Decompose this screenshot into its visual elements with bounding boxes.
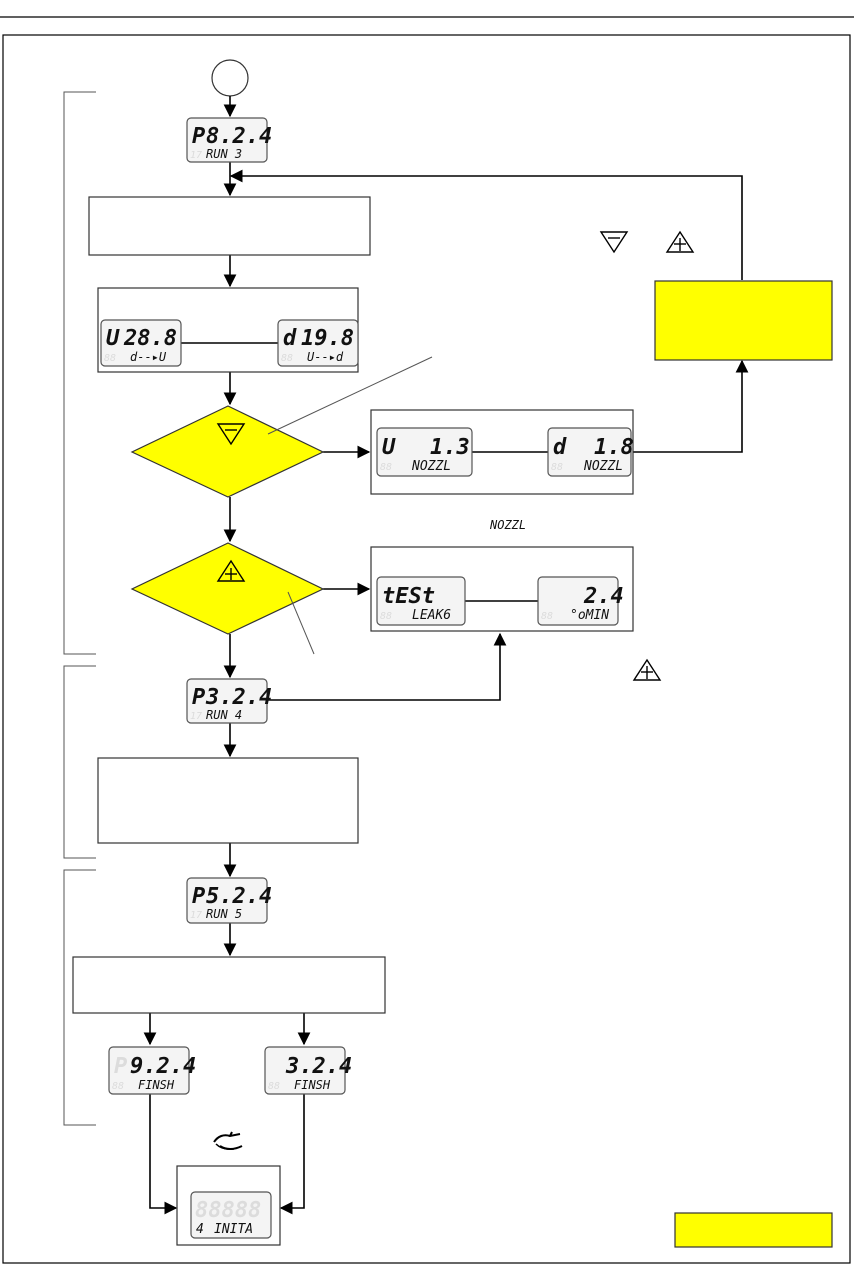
svg-text:3.2.4: 3.2.4 xyxy=(205,685,272,710)
lcd-run5: P 5.2.4 17 RUN 5 xyxy=(186,877,272,924)
lcd-finsh-2: 3.2.4 88 FINSH xyxy=(264,1046,352,1095)
process-box-1 xyxy=(88,196,371,256)
arrow-yellow-loop xyxy=(229,169,743,280)
arrow-nozzl-yellow xyxy=(633,359,749,453)
plus-triangle-key-icon xyxy=(632,658,662,681)
svg-text:28.8: 28.8 xyxy=(123,326,177,351)
svg-text:19.8: 19.8 xyxy=(301,326,354,351)
lcd-test: tESt 88 LEAK6 xyxy=(376,576,466,626)
yellow-action-box xyxy=(654,280,833,361)
down-triangle-key-icon xyxy=(216,423,246,446)
svg-text:88: 88 xyxy=(380,462,392,473)
arrow-finsh1-init xyxy=(149,1094,178,1215)
svg-text:FINSH: FINSH xyxy=(138,1078,175,1092)
svg-text:5.2.4: 5.2.4 xyxy=(206,884,272,909)
svg-text:d--▸U: d--▸U xyxy=(130,350,167,364)
svg-text:U: U xyxy=(382,435,396,460)
svg-text:88: 88 xyxy=(268,1081,280,1092)
svg-text:2.4: 2.4 xyxy=(583,584,624,609)
svg-text:P: P xyxy=(192,124,205,149)
svg-text:88888: 88888 xyxy=(195,1198,261,1223)
lcd-nozzl-u: U 1.3 88 NOZZL xyxy=(376,427,473,477)
start-connector xyxy=(211,59,249,97)
svg-text:°oMIN: °oMIN xyxy=(570,608,609,623)
down-triangle-key-icon xyxy=(599,231,629,254)
svg-text:88: 88 xyxy=(551,462,563,473)
svg-text:INITA: INITA xyxy=(214,1222,253,1237)
section-bracket-2 xyxy=(63,665,96,859)
svg-text:88: 88 xyxy=(112,1081,124,1092)
svg-text:8.2.4: 8.2.4 xyxy=(206,124,272,149)
svg-text:RUN 5: RUN 5 xyxy=(206,907,242,921)
svg-text:1.8: 1.8 xyxy=(594,435,634,460)
lcd-down: d 19.8 88 U--▸d xyxy=(277,319,359,367)
svg-text:NOZZL: NOZZL xyxy=(411,459,451,474)
svg-text:NOZZL: NOZZL xyxy=(583,459,623,474)
section-bracket-1 xyxy=(63,91,96,655)
plus-triangle-key-icon xyxy=(216,559,246,582)
svg-text:17: 17 xyxy=(190,910,202,921)
svg-text:tESt: tESt xyxy=(382,584,435,609)
svg-text:4: 4 xyxy=(196,1222,204,1237)
svg-text:P: P xyxy=(114,1054,127,1079)
section-bracket-3 xyxy=(63,869,96,1126)
lcd-nozzl-d: d 1.8 88 NOZZL xyxy=(547,427,634,477)
svg-text:LEAK6: LEAK6 xyxy=(412,608,451,623)
lcd-timer: 2.4 88 °oMIN xyxy=(537,576,624,626)
svg-text:U--▸d: U--▸d xyxy=(307,350,344,364)
arrow-run4-test xyxy=(266,632,507,701)
hand-press-icon xyxy=(213,1131,243,1150)
svg-text:d: d xyxy=(283,326,297,351)
nozzl-note: NOZZL xyxy=(489,518,526,532)
svg-text:RUN 4: RUN 4 xyxy=(206,708,242,722)
page-frame xyxy=(2,34,851,1264)
svg-text:RUN 3: RUN 3 xyxy=(206,147,242,161)
svg-text:1.3: 1.3 xyxy=(430,435,470,460)
svg-text:88: 88 xyxy=(104,353,116,364)
svg-text:d: d xyxy=(553,435,567,460)
lcd-run4: P 3.2.4 17 RUN 4 xyxy=(186,678,272,724)
svg-text:P: P xyxy=(192,685,205,710)
process-box-3 xyxy=(97,757,359,844)
callout-line-1 xyxy=(267,356,433,435)
lcd-up: U 28.8 88 d--▸U xyxy=(100,319,182,367)
svg-text:88: 88 xyxy=(380,611,392,622)
svg-text:17: 17 xyxy=(190,711,202,722)
callout-line-2 xyxy=(287,591,315,655)
decision-diamond-1 xyxy=(130,405,325,498)
svg-text:P: P xyxy=(192,884,205,909)
yellow-legend-box xyxy=(674,1212,833,1248)
svg-text:88: 88 xyxy=(281,353,293,364)
arrow-finsh2-init xyxy=(279,1094,305,1215)
svg-text:FINSH: FINSH xyxy=(294,1078,331,1092)
lcd-finsh-1: P 9.2.4 88 FINSH xyxy=(108,1046,196,1095)
svg-text:88: 88 xyxy=(541,611,553,622)
svg-text:17: 17 xyxy=(190,150,202,161)
decision-diamond-2 xyxy=(130,542,325,635)
plus-triangle-key-icon xyxy=(665,230,695,253)
lcd-run3: P 8.2.4 17 RUN 3 xyxy=(186,117,272,163)
svg-text:U: U xyxy=(106,326,120,351)
process-box-4 xyxy=(72,956,386,1014)
lcd-init: 88888 4 INITA xyxy=(190,1191,272,1239)
svg-text:9.2.4: 9.2.4 xyxy=(130,1054,196,1079)
svg-text:3.2.4: 3.2.4 xyxy=(285,1054,352,1079)
